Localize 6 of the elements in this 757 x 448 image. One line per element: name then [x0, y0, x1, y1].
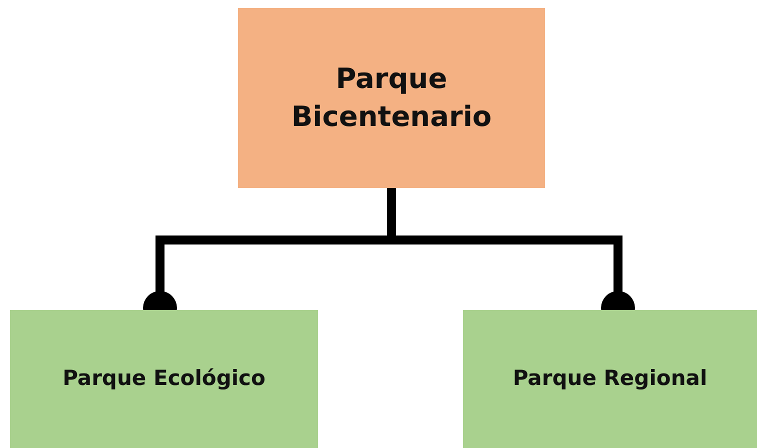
box-label: Parque Regional: [512, 365, 708, 392]
org-box: [238, 8, 545, 188]
box-label: Parque Ecológico: [62, 365, 266, 392]
box-label: Parque Bicentenario: [290, 61, 493, 135]
org-box: [463, 310, 757, 448]
org-box: [10, 310, 318, 448]
